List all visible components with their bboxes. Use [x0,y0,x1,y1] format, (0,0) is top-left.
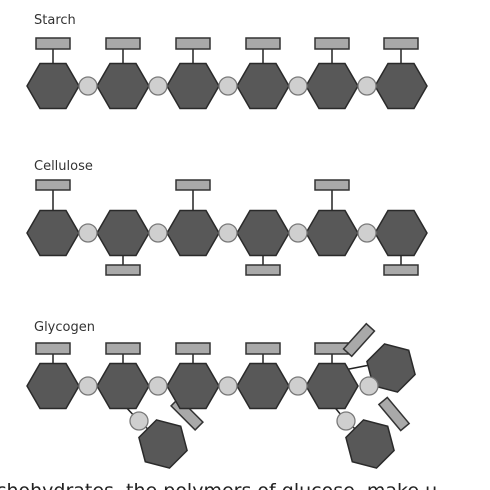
starch-chain [26,37,428,110]
glucose-ring [96,62,150,110]
glycosidic-bond [288,376,308,396]
glycosidic-bond [359,376,379,396]
glucose-ring [138,419,188,469]
glucose-ring [374,209,428,257]
side-group [314,37,350,50]
side-group [377,396,411,432]
side-group [35,342,71,355]
glucose-ring [26,62,80,110]
side-group [245,342,281,355]
glucose-ring [26,209,80,257]
starch-label: Starch [34,13,76,28]
glycosidic-bond [357,76,377,96]
glycosidic-bond [78,76,98,96]
glucose-ring [236,209,290,257]
glycosidic-bond [129,411,149,431]
side-group [175,342,211,355]
side-group [314,179,350,191]
side-group [245,37,281,50]
cellulose-chain [26,179,428,276]
glycosidic-bond [288,76,308,96]
glucose-ring [345,419,395,469]
glycosidic-bond [148,76,168,96]
glycosidic-bond [336,411,356,431]
side-group [105,264,141,276]
glycogen-chain [26,322,416,469]
side-group [175,179,211,191]
glucose-ring [236,362,290,410]
glucose-ring [96,362,150,410]
side-group [35,37,71,50]
glucose-ring [236,62,290,110]
side-group [245,264,281,276]
bottom-caption: chohydrates, the polymers of glucose, ma… [0,480,437,490]
glucose-ring [96,209,150,257]
glycosidic-bond [218,376,238,396]
glucose-ring [305,209,359,257]
glucose-ring [166,62,220,110]
glucose-ring [305,362,359,410]
glycogen-label: Glycogen [34,320,95,335]
glucose-ring [374,62,428,110]
glycosidic-bond [218,223,238,243]
glucose-ring [305,62,359,110]
side-group [35,179,71,191]
glucose-ring [26,362,80,410]
side-group [383,264,419,276]
glycosidic-bond [218,76,238,96]
cellulose-label: Cellulose [34,159,93,174]
glycosidic-bond [148,223,168,243]
side-group [175,37,211,50]
side-group [105,37,141,50]
side-group [383,37,419,50]
glycosidic-bond [148,376,168,396]
side-group [105,342,141,355]
glucose-ring [166,209,220,257]
glycosidic-bond [357,223,377,243]
glycosidic-bond [78,376,98,396]
glucose-ring [366,343,416,393]
side-group [342,322,376,358]
glycosidic-bond [78,223,98,243]
glycosidic-bond [288,223,308,243]
